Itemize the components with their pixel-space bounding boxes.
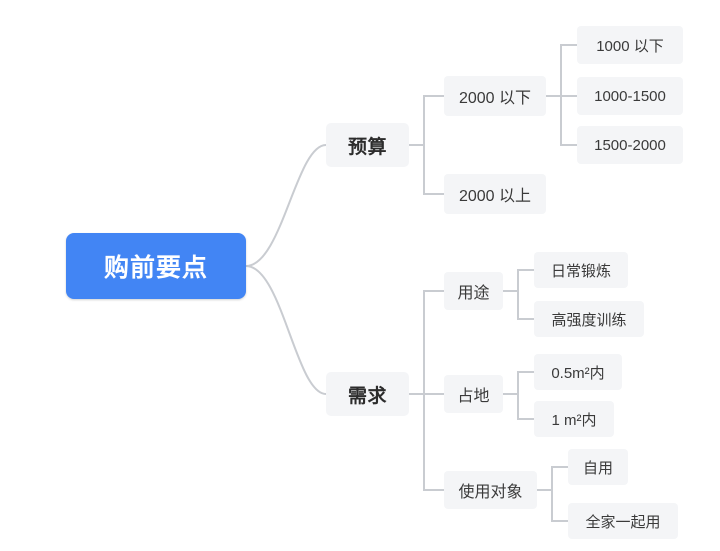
mindmap-node-area-half[interactable]: 0.5m²内 [534,354,622,390]
mindmap-root-label: 购前要点 [103,254,208,282]
edge-needs-to-user [408,393,445,491]
mindmap-node-over-2000-label: 2000 以上 [458,188,532,205]
edge-under2000-to-1500-2000 [545,95,578,146]
mindmap-node-usage[interactable]: 用途 [444,272,503,310]
mindmap-node-usage-label: 用途 [457,285,490,302]
mindmap-node-user[interactable]: 使用对象 [444,471,537,509]
edge-root-to-needs [245,265,327,395]
mindmap-node-area-label: 占地 [457,388,490,405]
mindmap-node-1000-1500[interactable]: 1000-1500 [577,77,683,115]
mindmap-node-self-use[interactable]: 自用 [568,449,628,485]
edge-under2000-to-u1000 [545,44,578,97]
edge-user-to-self [536,466,569,491]
edge-usage-to-daily [502,269,535,292]
mindmap-node-under-1000-label: 1000 以下 [596,37,664,55]
mindmap-node-under-2000[interactable]: 2000 以下 [444,76,546,116]
mindmap-node-under-1000[interactable]: 1000 以下 [577,26,683,64]
mindmap-root-node[interactable]: 购前要点 [66,233,246,299]
mindmap-node-daily-exercise[interactable]: 日常锻炼 [534,252,628,288]
mindmap-node-1500-2000-label: 1500-2000 [594,136,666,154]
mindmap-node-needs-label: 需求 [347,385,387,407]
mindmap-node-budget[interactable]: 预算 [326,123,409,167]
edge-budget-to-over2000 [408,144,445,195]
edge-area-to-one [502,393,535,420]
mindmap-node-intense-training-label: 高强度训练 [551,311,627,329]
edge-area-to-half [502,371,535,395]
mindmap-node-family-use[interactable]: 全家一起用 [568,503,678,539]
mindmap-node-1500-2000[interactable]: 1500-2000 [577,126,683,164]
mindmap-node-needs[interactable]: 需求 [326,372,409,416]
edge-root-to-budget [245,144,327,267]
mindmap-node-user-label: 使用对象 [458,484,523,501]
mindmap-node-self-use-label: 自用 [582,459,613,477]
mindmap-node-area-half-label: 0.5m²内 [551,364,605,382]
mindmap-node-over-2000[interactable]: 2000 以上 [444,174,546,214]
mindmap-node-area-one-label: 1 m²内 [551,411,597,429]
edge-usage-to-intense [502,290,535,320]
mindmap-node-budget-label: 预算 [347,136,387,158]
mindmap-node-daily-exercise-label: 日常锻炼 [550,262,611,280]
mindmap-node-1000-1500-label: 1000-1500 [594,87,666,105]
mindmap-node-under-2000-label: 2000 以下 [458,90,532,107]
edge-budget-to-under2000 [408,95,445,146]
mindmap-node-intense-training[interactable]: 高强度训练 [534,301,644,337]
mindmap-node-area-one[interactable]: 1 m²内 [534,401,614,437]
edge-user-to-family [536,489,569,522]
edge-needs-to-usage [408,290,445,395]
mindmap-node-area[interactable]: 占地 [444,375,503,413]
mindmap-node-family-use-label: 全家一起用 [585,513,661,531]
